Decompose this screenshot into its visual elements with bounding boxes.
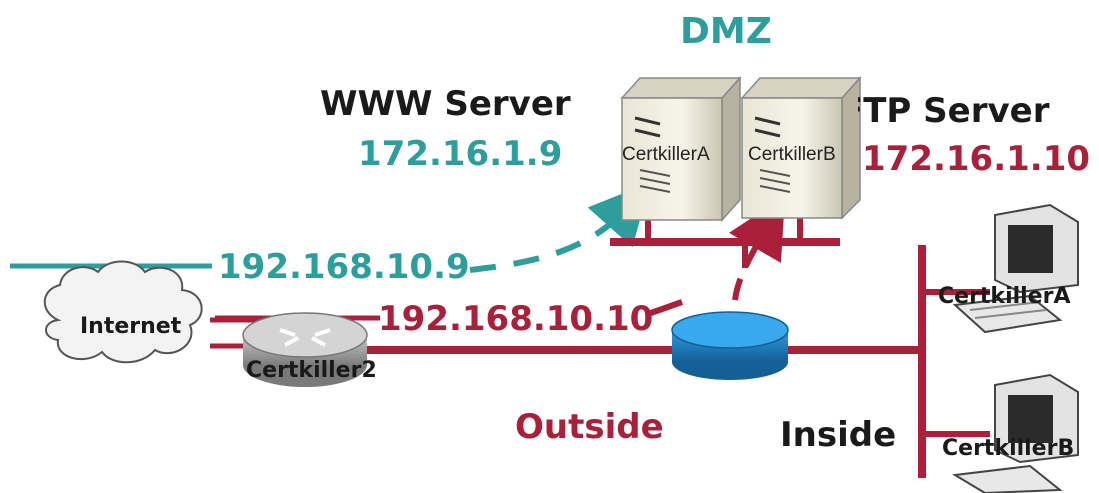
firewall-icon xyxy=(671,311,789,380)
inside-host-a-icon xyxy=(952,203,1079,334)
ftp-server-icon xyxy=(740,76,862,220)
red-dashed-segment xyxy=(647,299,683,317)
public-ip-www: 192.168.10.9 xyxy=(218,247,470,287)
inside-label: Inside xyxy=(780,415,897,455)
router-label: Certkiller2 xyxy=(246,358,377,383)
inside-host-a-label: CertkillerA xyxy=(938,284,1071,309)
teal-dashed-arrow xyxy=(469,182,650,273)
www-server-icon xyxy=(620,76,742,222)
public-ip-ftp: 192.168.10.10 xyxy=(378,299,654,339)
dmz-label: DMZ xyxy=(680,11,772,52)
red-dashed-arrow-ftp xyxy=(729,196,786,301)
inside-host-b-label: CertkillerB xyxy=(942,436,1075,461)
inside-host-b-icon xyxy=(951,373,1079,493)
www-server-host-label: CertkillerA xyxy=(622,144,710,165)
ftp-server-ip: 172.16.1.10 xyxy=(862,139,1091,179)
ftp-server-host-label: CertkillerB xyxy=(748,144,836,165)
internet-cloud-icon xyxy=(43,260,203,364)
outside-label: Outside xyxy=(515,407,664,447)
internet-label: Internet xyxy=(80,314,182,339)
www-server-ip: 172.16.1.9 xyxy=(358,134,563,174)
ftp-server-title: FTP Server xyxy=(840,91,1050,131)
www-server-title: WWW Server xyxy=(320,84,571,124)
router-icon xyxy=(242,312,368,387)
